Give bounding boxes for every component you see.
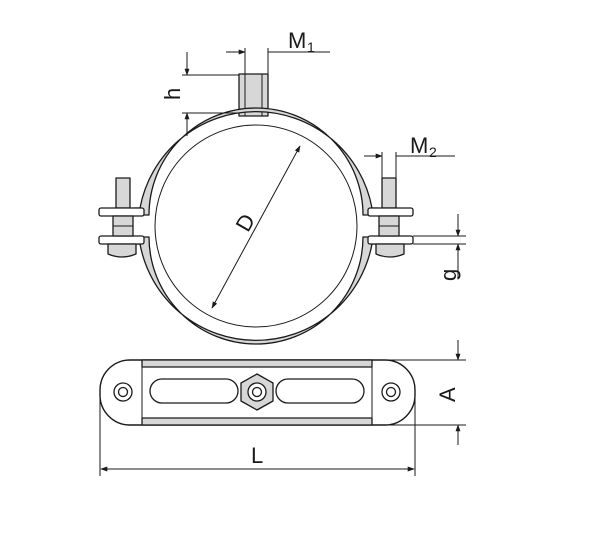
lower-band: [141, 417, 373, 426]
front-view: D M 1 h M 2: [98, 28, 466, 345]
m1-label-base: M: [288, 28, 306, 53]
right-bolt: [367, 177, 414, 258]
m2-dimension: M 2: [364, 133, 455, 178]
upper-band: [141, 359, 373, 368]
upper-ring-half: [133, 107, 379, 216]
right-slot: [275, 378, 365, 404]
h-dimension: h: [160, 52, 239, 136]
g-dimension: g: [413, 214, 466, 281]
left-screw-inner: [117, 386, 129, 398]
g-label: g: [436, 269, 461, 281]
m1-dimension: M 1: [226, 28, 330, 74]
m2-label-base: M: [410, 133, 428, 158]
left-slot: [149, 378, 239, 404]
clamp-body: [141, 366, 373, 419]
rubber-liner: [154, 124, 358, 328]
a-label: A: [435, 387, 460, 402]
l-dimension: L: [99, 392, 416, 476]
m2-label-sub: 2: [429, 144, 437, 160]
right-screw-inner: [385, 386, 397, 398]
a-dimension: A: [372, 340, 466, 445]
diameter-dimension-line: [211, 145, 301, 309]
top-view: A L: [99, 340, 466, 476]
l-label: L: [251, 443, 263, 468]
left-bolt: [98, 177, 145, 258]
h-label: h: [160, 88, 185, 100]
center-nut-hole: [251, 386, 263, 398]
lower-ring-half: [133, 236, 379, 345]
m1-label-sub: 1: [307, 39, 315, 55]
diameter-label: D: [231, 209, 261, 235]
